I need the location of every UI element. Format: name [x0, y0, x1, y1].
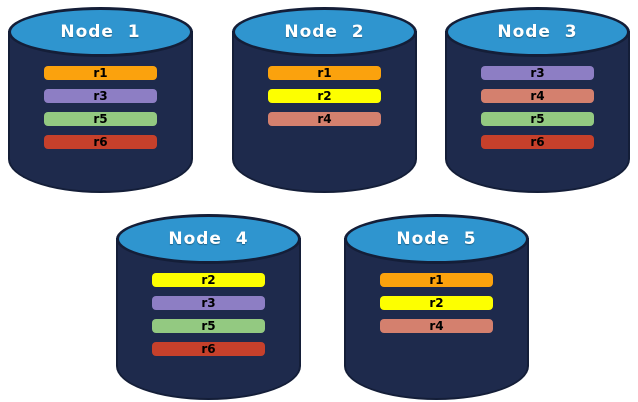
node-5-cylinder: Node 5 r1 r2 r4 — [344, 212, 529, 400]
row-chip-r5: r5 — [44, 112, 157, 126]
row-chip-r6: r6 — [44, 135, 157, 149]
node-1-cylinder: Node 1 r1 r3 r5 r6 — [8, 5, 193, 193]
row-chip-label: r3 — [201, 296, 216, 310]
node-title: Node 2 — [284, 22, 365, 42]
row-chip-label: r6 — [93, 135, 108, 149]
row-chip-r1: r1 — [44, 66, 157, 80]
row-chip-r2: r2 — [152, 273, 265, 287]
row-chip-r1: r1 — [380, 273, 493, 287]
database-cylinder-top: Node 3 — [445, 7, 630, 57]
row-chip-label: r3 — [530, 66, 545, 80]
database-cylinder-top: Node 2 — [232, 7, 417, 57]
node-rows: r1 r3 r5 r6 — [44, 66, 157, 149]
database-cylinder-top: Node 4 — [116, 214, 301, 264]
row-chip-label: r6 — [530, 135, 545, 149]
node-2-cylinder: Node 2 r1 r2 r4 — [232, 5, 417, 193]
row-chip-r4: r4 — [380, 319, 493, 333]
node-4-cylinder: Node 4 r2 r3 r5 r6 — [116, 212, 301, 400]
row-chip-r2: r2 — [268, 89, 381, 103]
node-3-cylinder: Node 3 r3 r4 r5 r6 — [445, 5, 630, 193]
node-title: Node 1 — [60, 22, 141, 42]
database-cylinder-top: Node 1 — [8, 7, 193, 57]
node-rows: r1 r2 r4 — [380, 273, 493, 333]
node-rows: r2 r3 r5 r6 — [152, 273, 265, 356]
row-chip-label: r4 — [317, 112, 332, 126]
row-chip-r4: r4 — [481, 89, 594, 103]
row-chip-label: r5 — [93, 112, 108, 126]
row-chip-label: r2 — [201, 273, 216, 287]
node-title: Node 3 — [497, 22, 578, 42]
database-cylinder-top: Node 5 — [344, 214, 529, 264]
row-chip-label: r6 — [201, 342, 216, 356]
row-chip-label: r3 — [93, 89, 108, 103]
row-chip-r5: r5 — [481, 112, 594, 126]
row-chip-label: r1 — [317, 66, 332, 80]
row-chip-r1: r1 — [268, 66, 381, 80]
row-chip-label: r2 — [317, 89, 332, 103]
row-chip-r5: r5 — [152, 319, 265, 333]
node-title: Node 4 — [168, 229, 249, 249]
row-chip-label: r4 — [429, 319, 444, 333]
node-rows: r3 r4 r5 r6 — [481, 66, 594, 149]
row-chip-r3: r3 — [152, 296, 265, 310]
row-chip-label: r1 — [93, 66, 108, 80]
node-title: Node 5 — [396, 229, 477, 249]
row-chip-label: r4 — [530, 89, 545, 103]
node-rows: r1 r2 r4 — [268, 66, 381, 126]
row-chip-label: r5 — [530, 112, 545, 126]
row-chip-label: r5 — [201, 319, 216, 333]
row-chip-label: r1 — [429, 273, 444, 287]
row-chip-r3: r3 — [481, 66, 594, 80]
row-chip-r6: r6 — [152, 342, 265, 356]
row-chip-r2: r2 — [380, 296, 493, 310]
row-chip-r6: r6 — [481, 135, 594, 149]
row-chip-r3: r3 — [44, 89, 157, 103]
row-chip-label: r2 — [429, 296, 444, 310]
row-chip-r4: r4 — [268, 112, 381, 126]
